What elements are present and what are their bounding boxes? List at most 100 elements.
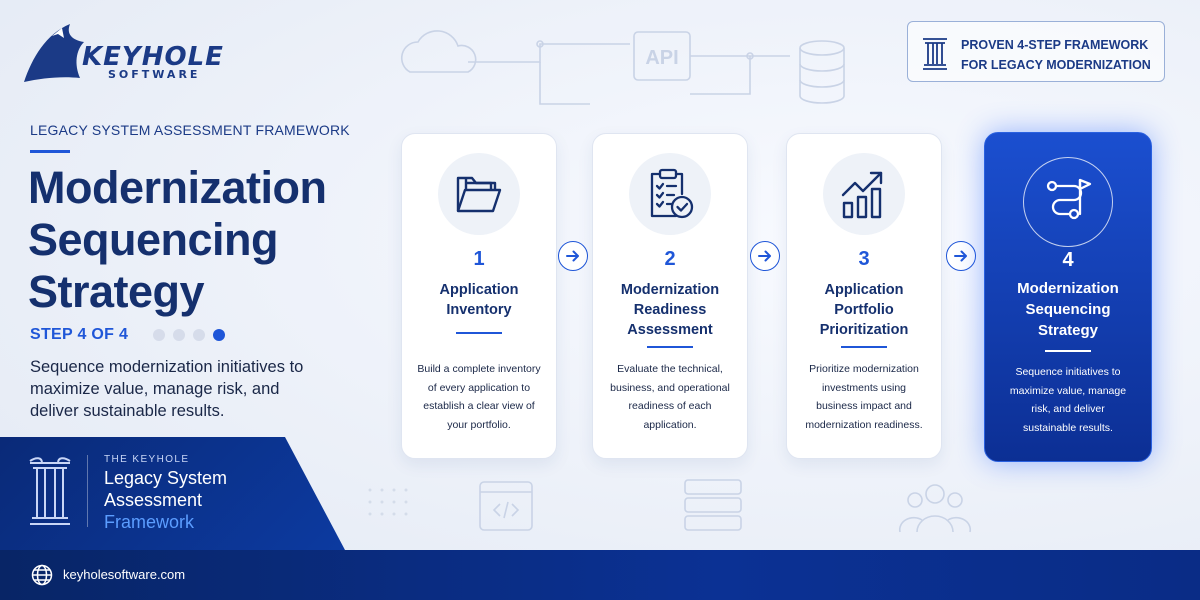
card-title-line: Assessment [627, 322, 713, 338]
card-description: Sequence initiatives to maximize value, … [995, 363, 1141, 437]
server-icon [684, 479, 742, 531]
card-icon-circle [1023, 157, 1113, 247]
card-title: Application Portfolio Prioritization [793, 280, 935, 340]
card-description-line: application. [643, 418, 697, 431]
mountain-logo-icon [24, 24, 84, 82]
card-number: 1 [473, 248, 485, 270]
title-line-3: Strategy [28, 266, 205, 317]
badge-text: PROVEN 4-STEP FRAMEWORK FOR LEGACY MODER… [961, 35, 1161, 75]
website-link[interactable]: keyholesoftware.com [63, 567, 186, 582]
card-title-line: Sequencing [1025, 301, 1111, 318]
next-step-arrow [750, 241, 780, 271]
card-divider [1045, 350, 1091, 352]
card-description-line: Prioritize modernization [809, 363, 919, 375]
hero-description: Sequence modernization initiatives to ma… [30, 358, 304, 420]
card-description: Build a complete inventory of every appl… [412, 360, 546, 434]
arrow-right-icon [566, 250, 579, 262]
step-card-4-active: 4 Modernization Sequencing Strategy Sequ… [984, 132, 1152, 462]
step-indicator-label: STEP 4 OF 4 [30, 326, 129, 343]
card-description-line: establish a clear view of [423, 400, 535, 412]
card-title-line: Application [824, 282, 904, 298]
card-title-line: Modernization [1017, 280, 1119, 297]
logo-wordmark: KEYHOLE [82, 42, 224, 72]
background-diagram: API [400, 30, 845, 105]
card-number: 3 [858, 248, 870, 270]
globe-icon [31, 564, 53, 586]
card-title-line: Application [439, 282, 519, 298]
eyebrow-rule [30, 150, 70, 153]
background-bottom-icons [368, 479, 972, 533]
card-icon-circle [629, 153, 711, 235]
step-card-2: 2 Modernization Readiness Assessment Eva… [592, 133, 748, 459]
step-card-3: 3 Application Portfolio Prioritization P… [786, 133, 942, 459]
card-title: Modernization Sequencing Strategy [991, 278, 1145, 341]
keyhole-logo[interactable]: KEYHOLE SOFTWARE [22, 20, 224, 92]
card-description-line: business impact and [816, 400, 912, 412]
card-icon-circle [823, 153, 905, 235]
footer-bar [0, 550, 1200, 600]
title-line-2: Sequencing [28, 214, 279, 265]
panel-divider [87, 455, 88, 527]
card-title-line: Prioritization [819, 322, 909, 338]
card-description-line: Evaluate the technical, [617, 363, 723, 375]
column-icon [29, 457, 71, 525]
logo-subtitle: SOFTWARE [108, 68, 201, 81]
card-description-line: your portfolio. [447, 418, 511, 431]
card-title-line: Readiness [633, 302, 707, 318]
card-divider [647, 346, 693, 348]
step-dot-1 [153, 329, 165, 341]
next-step-arrow [558, 241, 588, 271]
arrow-right-icon [954, 250, 967, 262]
card-description: Evaluate the technical, business, and op… [603, 360, 737, 434]
card-description-line: investments using [821, 381, 907, 394]
card-title: Modernization Readiness Assessment [599, 280, 741, 340]
panel-kicker: THE KEYHOLE [104, 454, 190, 465]
step-dot-2 [173, 329, 185, 341]
clipboard-check-icon [650, 168, 694, 219]
card-divider [841, 346, 887, 348]
code-window-icon [479, 481, 533, 531]
step-progress-dots [153, 329, 225, 341]
card-description-line: sustainable results. [1023, 421, 1113, 434]
next-step-arrow [946, 241, 976, 271]
eyebrow-label: LEGACY SYSTEM ASSESSMENT FRAMEWORK [30, 122, 350, 138]
users-icon [898, 484, 972, 533]
panel-line-2: Assessment [104, 490, 203, 510]
panel-line-1: Legacy System [104, 468, 228, 488]
svg-text:API: API [645, 47, 678, 69]
card-title: Application Inventory [408, 280, 550, 320]
card-description-line: Build a complete inventory [417, 363, 541, 375]
framework-badge: PROVEN 4-STEP FRAMEWORK FOR LEGACY MODER… [907, 21, 1165, 82]
card-title-line: Modernization [620, 282, 720, 298]
column-icon [923, 38, 947, 70]
card-description: Prioritize modernization investments usi… [797, 360, 931, 434]
step-card-1: 1 Application Inventory Build a complete… [401, 133, 557, 459]
framework-panel [0, 437, 345, 550]
step-dot-4 [213, 329, 225, 341]
card-description-line: maximize value, manage [1009, 384, 1127, 397]
card-description-line: Sequence initiatives to [1015, 366, 1121, 378]
database-icon [799, 40, 845, 104]
card-icon-circle [438, 153, 520, 235]
card-description-line: readiness of each [628, 400, 712, 412]
arrow-right-icon [758, 250, 771, 262]
step-dot-3 [193, 329, 205, 341]
card-description-line: risk, and deliver [1031, 403, 1105, 415]
card-description-line: modernization readiness. [805, 418, 923, 431]
card-title-line: Strategy [1037, 322, 1099, 339]
roadmap-flag-icon [1046, 178, 1092, 220]
card-description-line: business, and operational [610, 381, 730, 394]
card-description-line: of every application to [427, 381, 531, 394]
card-divider [456, 332, 502, 334]
card-title-line: Portfolio [834, 302, 894, 318]
panel-line-3: Framework [104, 512, 195, 532]
badge-line-1: PROVEN 4-STEP FRAMEWORK [961, 38, 1149, 52]
title-line-1: Modernization [28, 162, 327, 213]
cloud-icon [400, 30, 477, 73]
page-title: Modernization Sequencing Strategy [28, 162, 368, 318]
folder-icon [456, 176, 502, 213]
card-title-line: Inventory [446, 302, 512, 318]
card-number: 2 [664, 248, 676, 270]
card-number: 4 [1062, 249, 1074, 271]
badge-line-2: FOR LEGACY MODERNIZATION [961, 58, 1151, 72]
